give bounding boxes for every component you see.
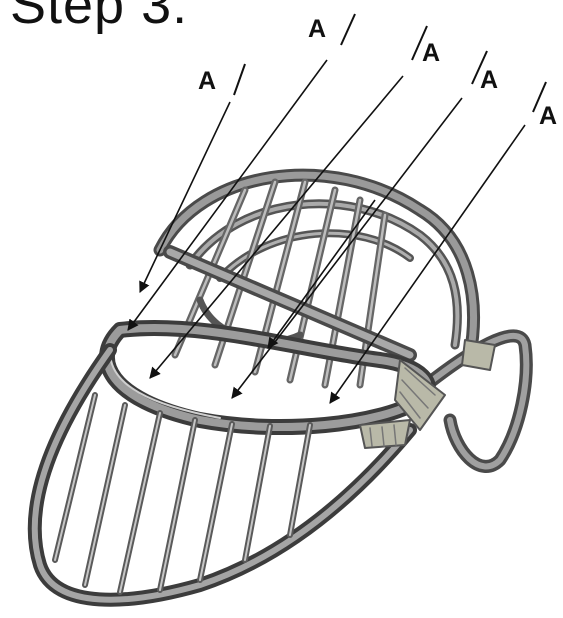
front-rods bbox=[55, 395, 310, 592]
step-title: Step 3: bbox=[10, 0, 188, 32]
pointer-arrow bbox=[128, 60, 327, 330]
marker-label: A bbox=[480, 66, 498, 94]
marker-label: A bbox=[198, 67, 216, 95]
marker-tick bbox=[234, 64, 245, 95]
pointer-arrow bbox=[330, 125, 525, 403]
marker-label: A bbox=[308, 15, 326, 43]
marker-tick bbox=[341, 14, 355, 45]
rim-binding-front bbox=[360, 420, 410, 448]
wicker-basket-frame bbox=[35, 175, 527, 600]
marker-label: A bbox=[422, 39, 440, 67]
rim-binding-top bbox=[462, 340, 495, 370]
marker-label: A bbox=[539, 102, 557, 130]
